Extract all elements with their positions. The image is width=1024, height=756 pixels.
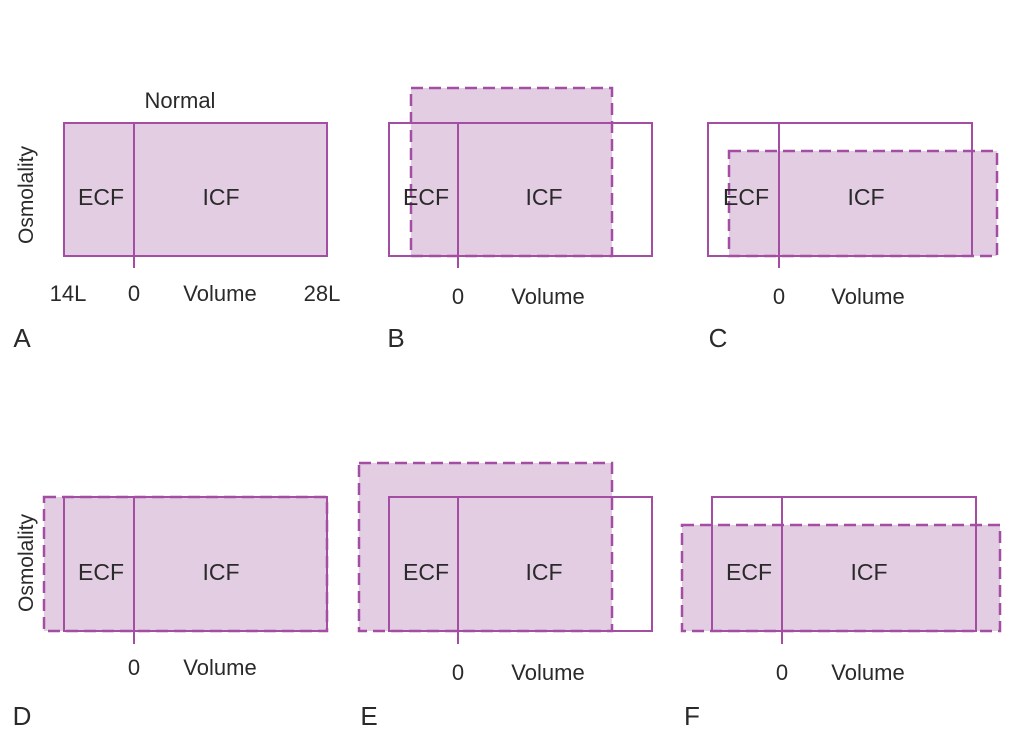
volume-axis-label: Volume	[831, 284, 904, 309]
icf-label: ICF	[202, 559, 239, 585]
normal-state-outline	[63, 496, 328, 632]
panel-letter-f: F	[684, 701, 700, 731]
panel-letter-e: E	[360, 701, 377, 731]
volume-axis-label: Volume	[183, 281, 256, 306]
icf-label: ICF	[850, 559, 887, 585]
panel-a: ECF ICF Normal Osmolality 14L 0 Volume 2…	[13, 88, 340, 353]
tick-14l: 14L	[50, 281, 87, 306]
panel-letter-c: C	[709, 323, 728, 353]
ecf-label: ECF	[78, 559, 124, 585]
ecf-label: ECF	[723, 184, 769, 210]
normal-state-outline	[388, 496, 653, 632]
tick-zero: 0	[452, 660, 464, 685]
volume-axis-label: Volume	[183, 655, 256, 680]
normal-state-outline	[388, 122, 653, 257]
icf-label: ICF	[525, 184, 562, 210]
ecf-label: ECF	[403, 559, 449, 585]
panel-f: ECF ICF 0 Volume F	[680, 496, 1002, 731]
normal-state-outline	[711, 496, 977, 632]
panel-e: ECF ICF 0 Volume E	[357, 461, 653, 731]
new-state-box	[357, 461, 614, 633]
ecf-label: ECF	[403, 184, 449, 210]
icf-label: ICF	[847, 184, 884, 210]
osmolality-axis-label: Osmolality	[15, 145, 38, 244]
tick-zero: 0	[128, 655, 140, 680]
panel-letter-b: B	[387, 323, 404, 353]
tick-28l: 28L	[304, 281, 341, 306]
panel-b: ECF ICF 0 Volume B	[387, 86, 653, 353]
tick-zero: 0	[128, 281, 140, 306]
icf-label: ICF	[202, 184, 239, 210]
ecf-label: ECF	[78, 184, 124, 210]
panel-letter-d: D	[13, 701, 32, 731]
volume-axis-label: Volume	[511, 284, 584, 309]
ecf-label: ECF	[726, 559, 772, 585]
osmolality-axis-label: Osmolality	[15, 513, 38, 612]
tick-zero: 0	[776, 660, 788, 685]
tick-zero: 0	[452, 284, 464, 309]
panel-d: ECF ICF Osmolality 0 Volume D	[13, 495, 329, 731]
new-state-box	[409, 86, 614, 258]
normal-title: Normal	[145, 88, 216, 113]
panel-c: ECF ICF 0 Volume C	[707, 122, 999, 353]
volume-axis-label: Volume	[831, 660, 904, 685]
panel-letter-a: A	[13, 323, 31, 353]
normal-state-outline	[707, 122, 973, 257]
normal-fluid-box	[63, 122, 328, 257]
icf-label: ICF	[525, 559, 562, 585]
new-state-box	[727, 149, 999, 258]
volume-axis-label: Volume	[511, 660, 584, 685]
tick-zero: 0	[773, 284, 785, 309]
new-state-box	[680, 523, 1002, 633]
